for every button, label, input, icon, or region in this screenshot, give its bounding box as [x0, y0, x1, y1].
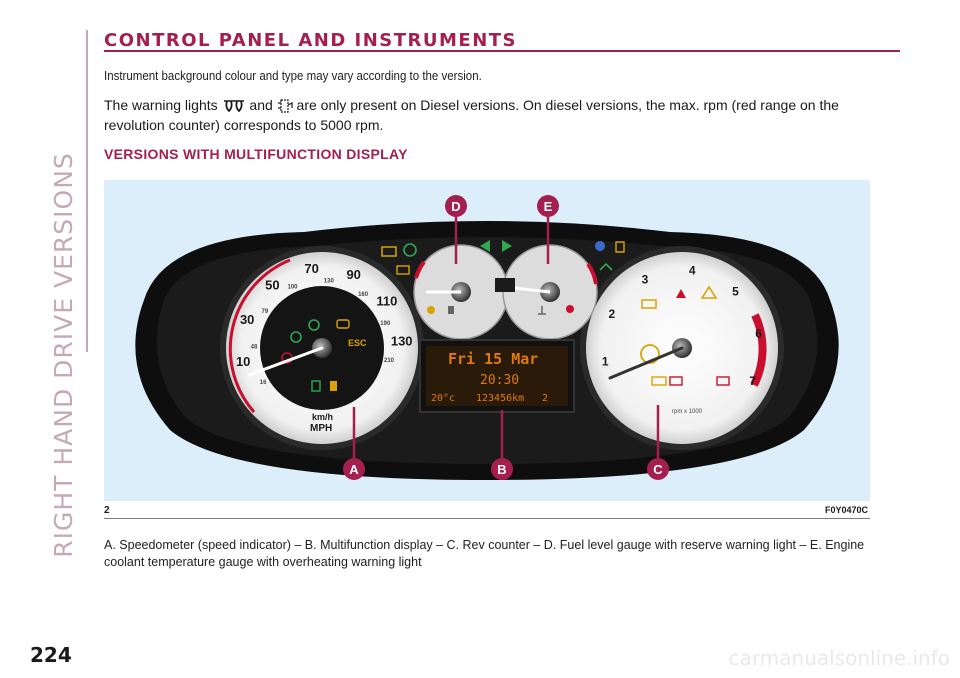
svg-text:B: B	[497, 462, 506, 477]
coolant-gauge	[502, 244, 598, 340]
para-part2: and	[249, 97, 277, 113]
svg-text:E: E	[544, 199, 553, 214]
speedo-inner-tick-100: 100	[287, 285, 298, 291]
top-right-telltales	[595, 241, 625, 271]
tacho-tick-1: 1	[602, 355, 609, 369]
section-heading: VERSIONS WITH MULTIFUNCTION DISPLAY	[104, 146, 408, 162]
speedo-inner-tick-190: 190	[380, 321, 391, 327]
para-part1: The warning lights	[104, 97, 218, 113]
water-in-fuel-icon	[277, 99, 293, 117]
speedo-inner-tick-160: 160	[358, 292, 369, 298]
speedometer-scale: 10 30 50 70 90 110 130 16 48 79 100 130 160 190 210	[236, 261, 413, 386]
title-rule	[104, 50, 900, 52]
page-title: CONTROL PANEL AND INSTRUMENTS	[104, 30, 518, 51]
side-label: RIGHT HAND DRIVE VERSIONS	[49, 152, 78, 558]
speedo-tick-50: 50	[265, 278, 279, 293]
para-part3: are only present on Diesel versions. On …	[104, 97, 839, 133]
callout-c: C	[647, 458, 669, 480]
fuel-gauge	[413, 244, 509, 340]
multifunction-display	[419, 339, 575, 413]
warning-paragraph: The warning lights and are only present …	[104, 97, 894, 134]
tacho-tick-7: 7	[749, 374, 756, 388]
svg-text:D: D	[451, 199, 460, 214]
speedometer-telltales: ESC	[281, 319, 367, 392]
tacho-tick-5: 5	[732, 284, 739, 298]
callout-d: D	[445, 195, 467, 217]
speedo-tick-90: 90	[346, 267, 360, 282]
speedo-tick-130: 130	[391, 333, 413, 348]
svg-text:A: A	[349, 462, 359, 477]
speedo-units-bottom: MPH	[310, 423, 332, 434]
top-left-telltales	[381, 243, 417, 275]
speedo-tick-110: 110	[376, 294, 397, 309]
callout-b: B	[491, 458, 513, 480]
speedo-tick-30: 30	[240, 312, 254, 327]
display-gear: 2	[542, 393, 548, 404]
speedo-inner-tick-16: 16	[260, 380, 267, 386]
callout-e: E	[537, 195, 559, 217]
tacho-tick-4: 4	[689, 264, 696, 278]
speedo-tick-70: 70	[304, 261, 318, 276]
svg-text:C: C	[653, 462, 663, 477]
speedo-units-top: km/h	[312, 412, 333, 422]
svg-text:ESC: ESC	[348, 338, 367, 348]
display-temperature: 20°c	[431, 393, 455, 404]
watermark: carmanualsonline.info	[728, 646, 950, 670]
side-divider	[86, 30, 88, 352]
rev-counter-telltales	[640, 285, 730, 386]
turn-signal-icons	[480, 240, 512, 252]
figure-code: F0Y0470C	[824, 505, 868, 515]
figure-rule	[104, 518, 870, 519]
display-odometer: 123456km	[476, 393, 524, 404]
tacho-tick-2: 2	[608, 307, 615, 321]
speedo-tick-10: 10	[236, 354, 250, 369]
callout-lines	[352, 215, 660, 465]
display-date: Fri 15 Mar	[448, 350, 538, 368]
speedo-inner-tick-48: 48	[251, 344, 258, 350]
speedo-inner-tick-79: 79	[262, 309, 269, 315]
rev-counter-label: rpm x 1000	[672, 409, 703, 415]
rev-counter-scale: 1 2 3 4 5 6 7	[602, 264, 762, 388]
page-number: 224	[30, 643, 72, 667]
callout-a: A	[343, 458, 365, 480]
speedo-inner-tick-210: 210	[384, 358, 395, 364]
speedo-inner-tick-130: 130	[324, 278, 335, 284]
tacho-tick-6: 6	[755, 326, 762, 340]
tacho-tick-3: 3	[642, 272, 649, 286]
figure-number: 2	[104, 505, 110, 516]
display-time: 20:30	[480, 373, 519, 388]
glow-plug-icon	[222, 99, 246, 117]
figure-caption: A. Speedometer (speed indicator) – B. Mu…	[104, 538, 865, 569]
subtitle: Instrument background colour and type ma…	[104, 69, 482, 83]
